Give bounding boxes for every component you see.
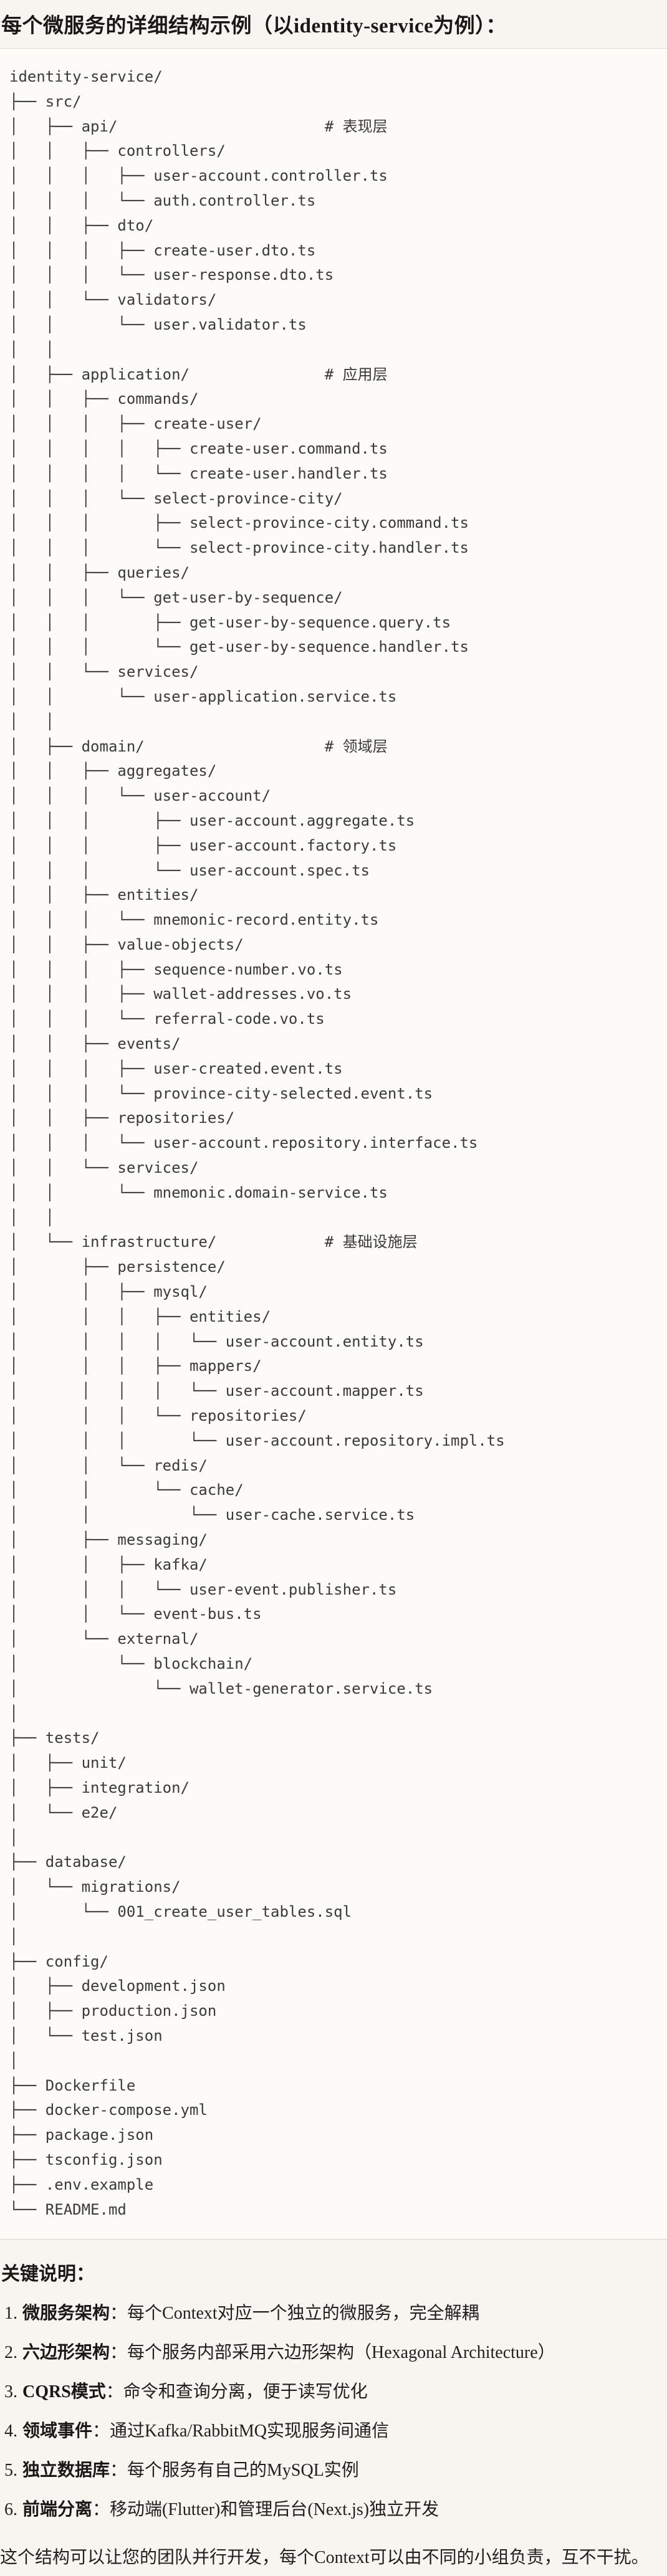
note-desc: ：每个服务有自己的MySQL实例 bbox=[110, 2461, 359, 2481]
note-desc: ：每个服务内部采用六边形架构（Hexagonal Architecture） bbox=[110, 2343, 555, 2363]
note-number: 4. bbox=[4, 2421, 17, 2441]
note-number: 6. bbox=[4, 2500, 17, 2520]
note-number: 3. bbox=[4, 2382, 17, 2402]
note-term: 领域事件 bbox=[22, 2421, 93, 2441]
note-number: 1. bbox=[4, 2304, 17, 2324]
page-title: 每个微服务的详细结构示例（以identity-service为例）： bbox=[1, 15, 507, 37]
note-desc: ：每个Context对应一个独立的微服务，完全解耦 bbox=[110, 2304, 479, 2324]
note-item-frontend: 6.前端分离：移动端(Flutter)和管理后台(Next.js)独立开发 bbox=[4, 2499, 667, 2521]
note-item-hexagonal: 2.六边形架构：每个服务内部采用六边形架构（Hexagonal Architec… bbox=[4, 2342, 667, 2364]
note-desc: ：命令和查询分离，便于读写优化 bbox=[105, 2382, 368, 2402]
note-term: 前端分离 bbox=[22, 2500, 93, 2520]
note-item-cqrs: 3.CQRS模式：命令和查询分离，便于读写优化 bbox=[4, 2381, 667, 2403]
closing-paragraph: 这个结构可以让您的团队并行开发，每个Context可以由不同的小组负责，互不干扰… bbox=[0, 2548, 649, 2568]
note-number: 2. bbox=[4, 2343, 17, 2363]
note-desc: ：移动端(Flutter)和管理后台(Next.js)独立开发 bbox=[92, 2500, 439, 2520]
note-term: 微服务架构 bbox=[22, 2304, 110, 2324]
file-tree-code-block: identity-service/ ├── src/ │ ├── api/ # … bbox=[0, 48, 667, 2240]
key-notes-section: 关键说明： 1.微服务架构：每个Context对应一个独立的微服务，完全解耦 2… bbox=[0, 2258, 667, 2576]
note-desc: ：通过Kafka/RabbitMQ实现服务间通信 bbox=[92, 2421, 389, 2441]
note-number: 5. bbox=[4, 2461, 17, 2481]
file-tree: identity-service/ ├── src/ │ ├── api/ # … bbox=[9, 68, 505, 2218]
note-item-database: 5.独立数据库：每个服务有自己的MySQL实例 bbox=[4, 2459, 667, 2482]
note-term: 六边形架构 bbox=[22, 2343, 110, 2363]
note-term: 独立数据库 bbox=[22, 2461, 110, 2481]
note-term: CQRS模式 bbox=[22, 2382, 106, 2402]
note-item-microservice: 1.微服务架构：每个Context对应一个独立的微服务，完全解耦 bbox=[4, 2302, 667, 2325]
notes-heading: 关键说明： bbox=[1, 2264, 95, 2285]
note-item-domain-events: 4.领域事件：通过Kafka/RabbitMQ实现服务间通信 bbox=[4, 2420, 667, 2443]
